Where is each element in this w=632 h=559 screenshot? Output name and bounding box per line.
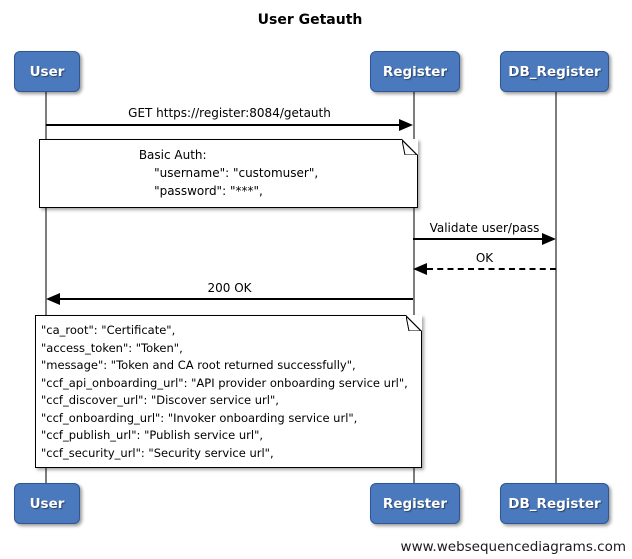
note-line: "ccf_discover_url": "Discover service ur… <box>41 393 279 407</box>
message-line-200ok <box>60 298 413 300</box>
arrowhead-left-icon <box>413 263 427 275</box>
message-label-validate: Validate user/pass <box>429 221 540 235</box>
message-line-get <box>46 124 400 126</box>
note-line: "ccf_security_url": "Security service ur… <box>41 445 274 460</box>
message-label-200ok: 200 OK <box>207 281 252 295</box>
lifeline-user <box>45 92 47 483</box>
message-line-validate <box>413 238 543 240</box>
arrowhead-right-icon <box>542 233 556 245</box>
note-line: "ccf_onboarding_url": "Invoker onboardin… <box>41 410 358 425</box>
message-label-get: GET https://register:8084/getauth <box>128 106 331 120</box>
message-line-ok <box>427 268 556 270</box>
note-line: "message": "Token and CA root returned s… <box>41 358 356 372</box>
note-response: "ca_root": "Certificate", "access_token"… <box>35 315 422 468</box>
lifeline-register <box>413 92 415 483</box>
note-basic-auth: Basic Auth: "username": "customuser", "p… <box>39 139 418 208</box>
lifeline-db-register <box>555 92 557 483</box>
actor-user-top: User <box>14 51 80 92</box>
message-label-ok: OK <box>475 251 494 265</box>
arrowhead-right-icon <box>399 119 413 131</box>
note-line: "ccf_api_onboarding_url": "API provider … <box>41 375 408 390</box>
arrowhead-left-icon <box>46 293 60 305</box>
note-line: "ccf_publish_url": "Publish service url"… <box>41 428 264 442</box>
actor-user-bottom: User <box>14 483 80 524</box>
actor-db-register-top: DB_Register <box>500 51 609 92</box>
note-line: "password": "***", <box>138 184 263 198</box>
note-fold-icon <box>406 315 422 331</box>
note-line: "username": "customuser", <box>138 166 319 180</box>
diagram-title: User Getauth <box>257 12 363 28</box>
note-fold-icon <box>402 139 418 155</box>
note-line: "access_token": "Token", <box>41 340 183 355</box>
actor-register-bottom: Register <box>370 483 460 524</box>
actor-register-top: Register <box>370 51 460 92</box>
note-line: "ca_root": "Certificate", <box>41 323 176 337</box>
note-line: Basic Auth: <box>138 148 207 162</box>
watermark: www.websequencediagrams.com <box>400 539 626 555</box>
actor-db-register-bottom: DB_Register <box>500 483 609 524</box>
